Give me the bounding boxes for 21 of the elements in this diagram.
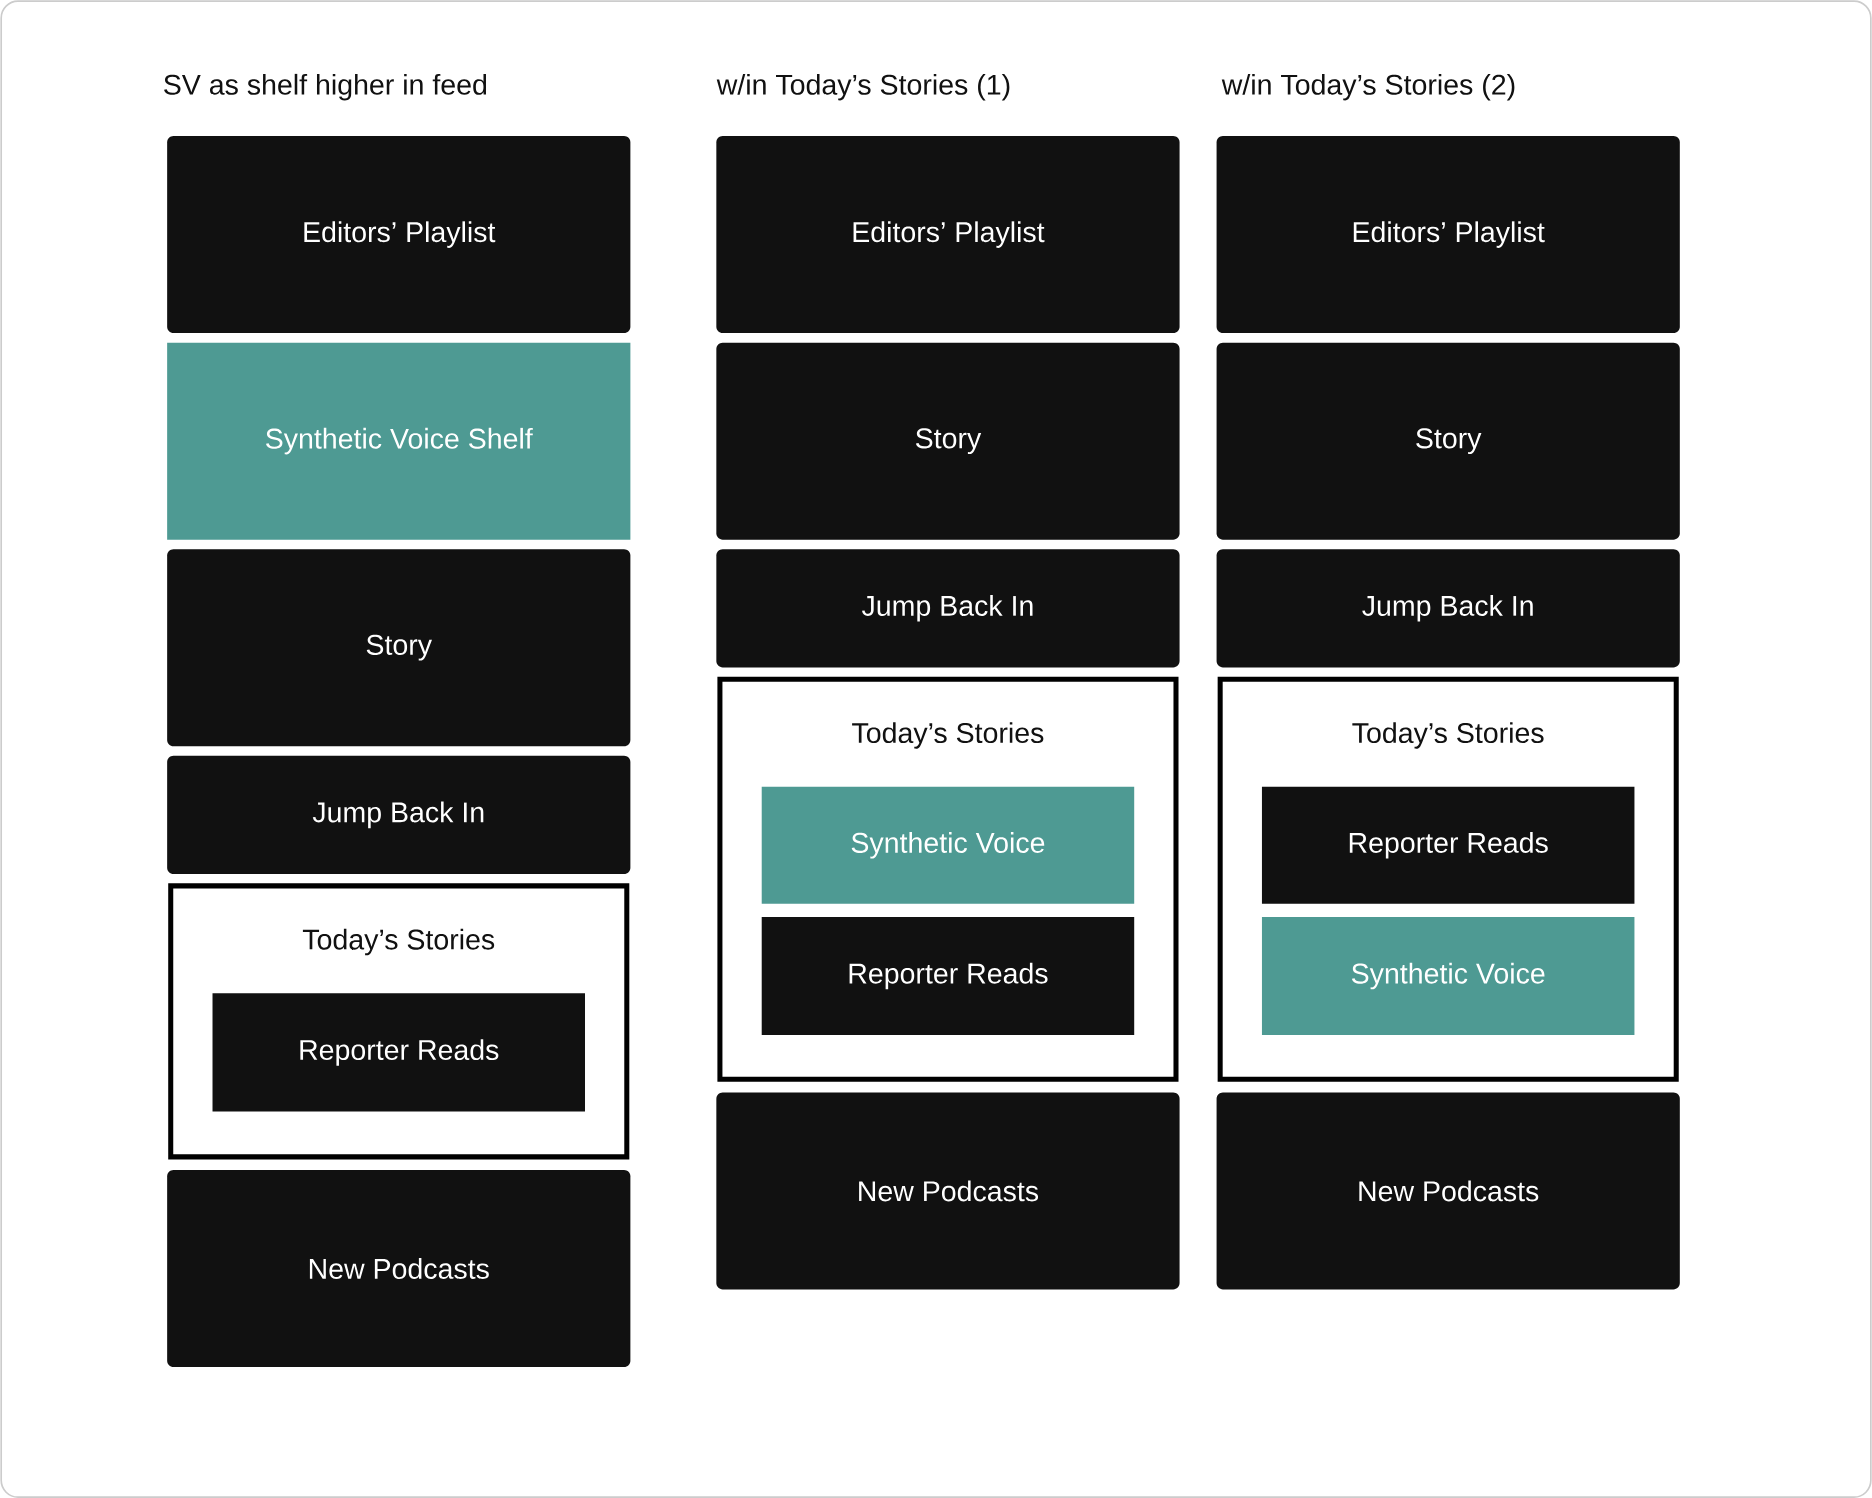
section-block: Jump Back In [716,549,1180,668]
column-heading: w/in Today’s Stories (2) [1221,73,1515,101]
item-block: Reporter Reads [212,993,585,1112]
section-block: New Podcasts [716,1092,1180,1290]
section-block: Editors’ Playlist [167,135,631,333]
section-block: Story [716,342,1180,540]
section-block: Story [1216,342,1680,540]
section-block: New Podcasts [1216,1092,1680,1290]
item-block: Synthetic Voice [761,786,1135,904]
section-block: Jump Back In [1216,549,1680,668]
section-block: Jump Back In [167,755,631,874]
section-block: Editors’ Playlist [716,135,1180,333]
column-heading: SV as shelf higher in feed [164,73,487,101]
section-block: Editors’ Playlist [1216,135,1680,333]
column-heading: w/in Today’s Stories (1) [716,73,1010,101]
item-block: Reporter Reads [1261,786,1635,904]
section-block: Synthetic Voice Shelf [167,342,631,540]
item-block: Reporter Reads [761,916,1135,1035]
item-block: Synthetic Voice [1261,916,1635,1035]
section-block: Story [167,549,631,747]
section-block: New Podcasts [167,1169,631,1367]
